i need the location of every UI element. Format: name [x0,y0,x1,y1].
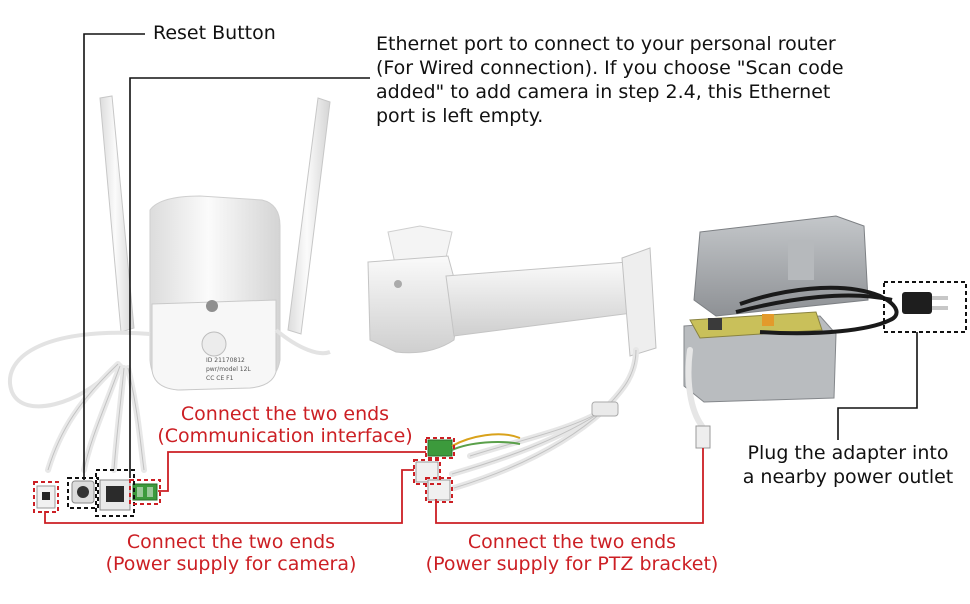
label-ptz-power-line-1: Connect the two ends [467,531,677,553]
label-adapter-outlet: Plug the adapter into a nearby power out… [730,441,966,489]
leader-communication [158,451,426,492]
box-reset-button [67,477,99,509]
ptz-bracket [367,225,657,501]
power-adapter [683,215,948,449]
bracket-motor-housing [367,255,461,354]
black-leader-lines [83,33,918,480]
box-adapter-plug [883,281,967,333]
adapter-base [683,315,837,403]
camera-cable-gland [201,331,227,357]
label-communication-line-1: Connect the two ends [180,403,390,425]
leader-adapter-plug [837,332,918,440]
label-ethernet-line-1: Ethernet port to connect to your persona… [376,33,836,55]
adapter-output-cable [685,347,705,429]
box-camera-terminal [129,479,161,505]
label-camera-power: Connect the two ends (Power supply for c… [96,531,366,575]
label-communication-interface: Connect the two ends (Communication inte… [150,403,420,447]
label-ethernet-port: Ethernet port to connect to your persona… [376,32,844,128]
leader-ethernet-port [129,77,370,478]
red-leader-lines [44,448,704,524]
bracket-arm [445,261,641,337]
bracket-wall-plate [621,247,657,357]
camera-antenna-left [99,95,135,333]
box-bracket-ptz-power [425,477,453,503]
label-adapter-line-2: a nearby power outlet [742,466,954,488]
adapter-plug [902,292,932,314]
camera-label-line-3: CC CE F1 [206,375,234,382]
camera-label-line-2: pwr/model 12L [206,366,251,373]
adapter-dc-plug [695,425,711,449]
camera-label-line-1: ID 21170812 [206,357,245,364]
leader-camera-power [44,469,414,524]
label-ptz-power: Connect the two ends (Power supply for P… [414,531,730,575]
leader-reset-button [83,33,145,480]
label-reset-button: Reset Button [153,22,276,44]
camera-screw [206,300,218,312]
bracket-camera-power-jack [415,461,439,483]
label-camera-power-line-1: Connect the two ends [126,531,336,553]
bracket-green-terminal [427,439,453,457]
red-highlight-boxes [33,437,455,513]
label-adapter-line-1: Plug the adapter into [747,442,949,464]
wifi-camera: ID 21170812 pwr/model 12L CC CE F1 [8,95,331,511]
label-ethernet-line-2: (For Wired connection). If you choose "S… [376,57,844,79]
box-camera-dc-jack [33,481,59,513]
adapter-lid [693,215,869,317]
label-communication-line-2: (Communication interface) [157,425,413,447]
label-ptz-power-line-2: (Power supply for PTZ bracket) [425,553,719,575]
label-ethernet-line-4: port is left empty. [376,105,544,127]
camera-antenna-cable [8,330,151,409]
leader-ptz-power [435,448,704,524]
label-camera-power-line-2: (Power supply for camera) [105,553,357,575]
camera-antenna-right [287,97,331,335]
black-highlight-boxes [67,281,967,517]
adapter-power-cord [739,285,899,336]
label-ethernet-line-3: added" to add camera in step 2.4, this E… [376,81,831,103]
camera-green-terminal [132,483,158,501]
box-bracket-terminal [425,437,455,459]
